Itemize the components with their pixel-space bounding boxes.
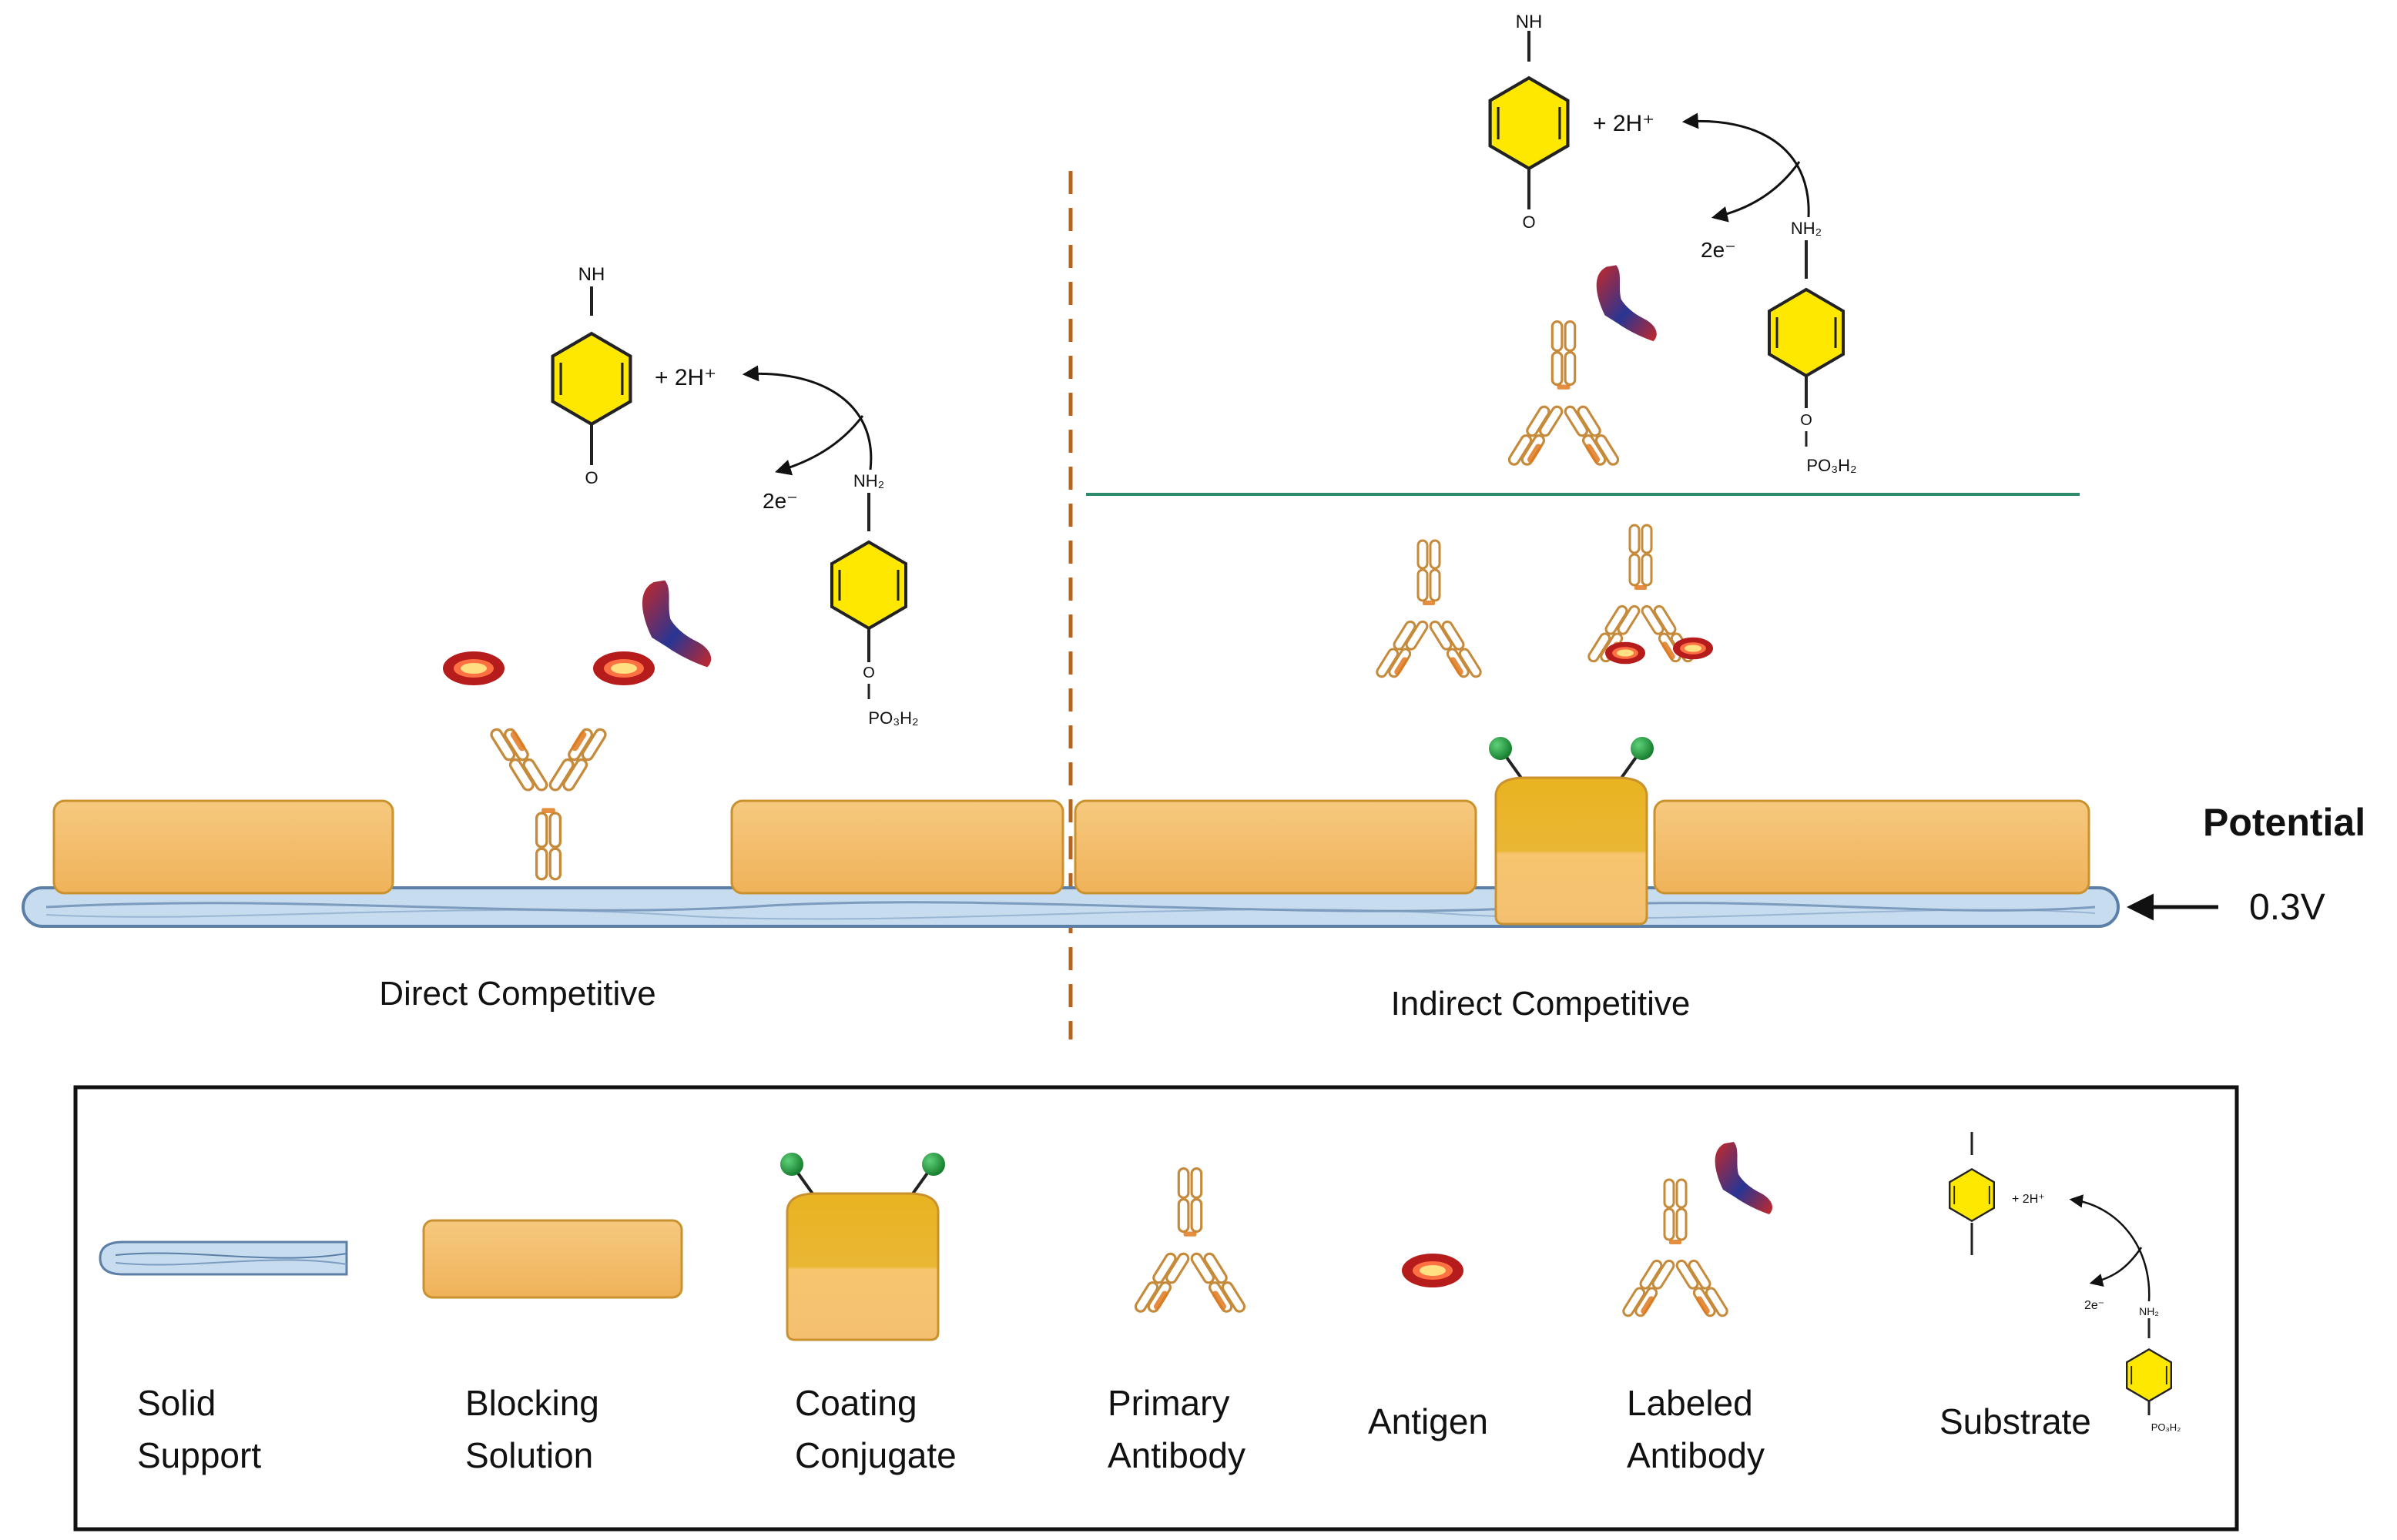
enzyme-label-icon xyxy=(642,580,712,668)
labeled-antibody-icon xyxy=(1507,322,1620,467)
antigen-icon xyxy=(1673,637,1713,660)
product-bottom-group: O xyxy=(1522,213,1535,232)
substrate-bottom-group: PO₃H₂ xyxy=(1806,456,1856,475)
protons-label: + 2H⁺ xyxy=(1593,111,1654,136)
legend: + 2H⁺ 2e⁻ NH₂ PO₃H₂ Solid Support Blocki… xyxy=(73,1085,2239,1532)
substrate-icon: + 2H⁺ 2e⁻ NH₂ PO₃H₂ xyxy=(1948,1132,2181,1433)
electrons-label: 2e⁻ xyxy=(763,489,798,513)
electrons-label: 2e⁻ xyxy=(1701,238,1736,262)
legend-label-antibody: Antibody xyxy=(1108,1435,1245,1475)
product-bottom-group: O xyxy=(585,468,598,487)
blocking-layer xyxy=(52,799,2090,895)
reaction-scheme-right: NH O + 2H⁺ 2e⁻ NH₂ O PO₃H₂ xyxy=(1490,12,1857,475)
substrate-protons: + 2H⁺ xyxy=(2012,1193,2045,1206)
potential-label: Potential xyxy=(2203,801,2365,844)
product-top-group: NH xyxy=(578,264,605,285)
substrate-phosphate: PO₃H₂ xyxy=(2151,1421,2181,1433)
primary-antibody-icon xyxy=(488,726,609,881)
direct-competitive-caption: Direct Competitive xyxy=(379,975,655,1013)
substrate-bottom-group: PO₃H₂ xyxy=(868,708,918,728)
coating-conjugate-icon xyxy=(1487,735,1655,926)
legend-label-solution: Solution xyxy=(465,1435,593,1475)
indirect-competitive-panel: NH O + 2H⁺ 2e⁻ NH₂ O PO₃H₂ Indirect Comp… xyxy=(1086,12,2080,1023)
antigen-icon xyxy=(443,651,505,685)
direct-competitive-panel: NH O + 2H⁺ 2e⁻ NH₂ O PO₃H₂ Direct Compet… xyxy=(379,264,918,1013)
protons-label: + 2H⁺ xyxy=(655,365,716,390)
legend-label-antigen: Antigen xyxy=(1368,1401,1488,1441)
substrate-link: O xyxy=(863,665,875,681)
substrate-amine: NH₂ xyxy=(2139,1305,2159,1317)
substrate-link: O xyxy=(1800,412,1812,429)
antigen-icon xyxy=(1402,1254,1463,1287)
legend-label-substrate: Substrate xyxy=(1939,1401,2091,1441)
substrate-electrons: 2e⁻ xyxy=(2084,1299,2104,1312)
solid-support-icon xyxy=(99,1240,348,1276)
legend-label-labeled: Labeled xyxy=(1627,1383,1753,1423)
legend-label-coating: Coating xyxy=(795,1383,917,1423)
enzyme-label-icon xyxy=(1596,265,1657,342)
legend-label-labeled-antibody: Antibody xyxy=(1627,1435,1765,1475)
potential-value: 0.3V xyxy=(2249,887,2325,928)
reaction-scheme-left: NH O + 2H⁺ 2e⁻ NH₂ O PO₃H₂ xyxy=(553,264,919,728)
antigen-icon xyxy=(593,651,655,685)
substrate-top-group: NH₂ xyxy=(1791,219,1822,238)
indirect-competitive-caption: Indirect Competitive xyxy=(1391,985,1691,1023)
product-top-group: NH xyxy=(1516,12,1543,32)
legend-label-solid: Solid xyxy=(137,1383,216,1423)
legend-label-primary: Primary xyxy=(1108,1383,1229,1423)
legend-label-support: Support xyxy=(137,1435,261,1475)
potential-indicator: Potential 0.3V xyxy=(2127,801,2365,928)
blocking-solution-icon xyxy=(422,1219,683,1299)
legend-label-blocking: Blocking xyxy=(465,1383,599,1423)
substrate-top-group: NH₂ xyxy=(853,471,884,490)
primary-antibody-icon xyxy=(1376,541,1483,678)
legend-label-conjugate: Conjugate xyxy=(795,1435,957,1475)
antigen-icon xyxy=(1605,641,1645,665)
